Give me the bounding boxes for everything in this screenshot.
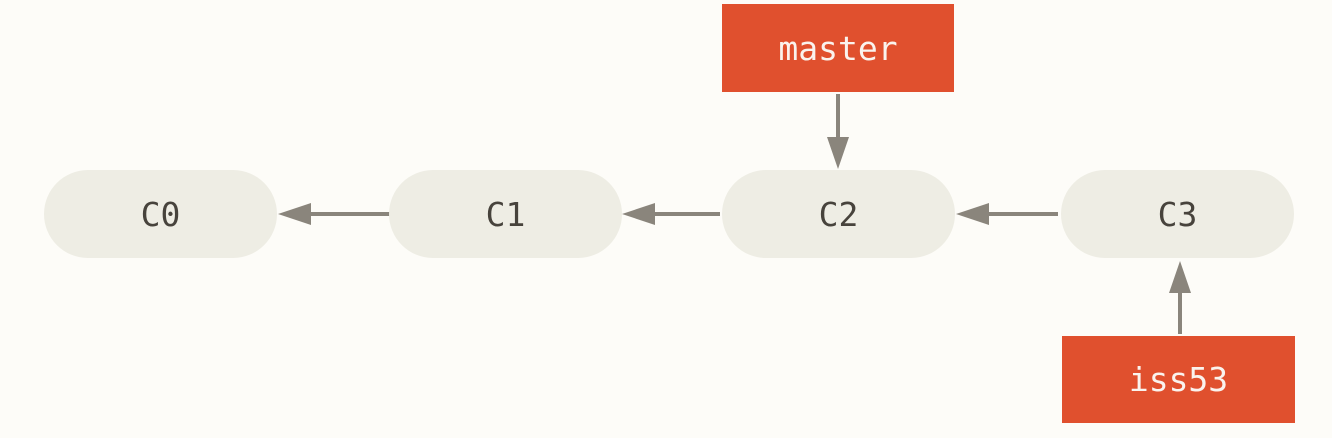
branch-name-iss53: iss53 <box>1128 360 1229 399</box>
branch-label-iss53: iss53 <box>1062 336 1295 423</box>
arrow-c3-to-c2 <box>956 203 1058 225</box>
commit-node-c1: C1 <box>389 170 622 258</box>
branch-name-master: master <box>778 28 898 68</box>
commit-node-c2: C2 <box>722 170 955 258</box>
commit-id-c3: C3 <box>1157 194 1198 234</box>
commit-node-c3: C3 <box>1061 170 1294 258</box>
commit-id-c1: C1 <box>485 194 526 234</box>
commit-id-c0: C0 <box>140 194 181 234</box>
commit-node-c0: C0 <box>44 170 277 258</box>
commit-id-c2: C2 <box>818 194 859 234</box>
arrow-iss53-to-c3 <box>1169 261 1191 334</box>
arrow-c2-to-c1 <box>622 203 720 225</box>
branch-label-master: master <box>722 4 954 92</box>
arrow-c1-to-c0 <box>278 203 396 225</box>
arrow-master-to-c2 <box>827 94 849 169</box>
